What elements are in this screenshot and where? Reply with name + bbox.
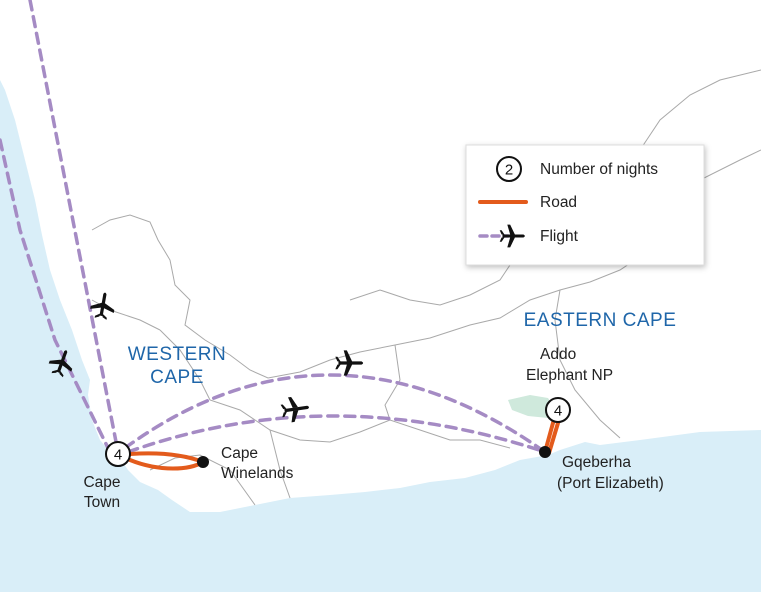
nights-circle-icon bbox=[496, 156, 522, 182]
legend-flight-label: Flight bbox=[540, 228, 579, 245]
legend-nights-sample: 2 bbox=[505, 162, 513, 179]
flight-route-arc-upper bbox=[123, 373, 547, 454]
nights-count: 4 bbox=[114, 447, 122, 464]
region-label-western-cape: WESTERN bbox=[128, 344, 227, 365]
plane-icon bbox=[499, 224, 525, 248]
region-label-western-cape-2: CAPE bbox=[150, 367, 204, 388]
place-label-gqeberha-2: (Port Elizabeth) bbox=[557, 475, 664, 492]
stop-dot-icon bbox=[197, 456, 209, 468]
place-label-addo: Addo bbox=[540, 346, 576, 363]
plane-icon bbox=[499, 224, 525, 248]
nights-circle-icon bbox=[105, 441, 131, 467]
legend: 2 Number of nights Road Flight bbox=[465, 144, 705, 266]
nights-count: 4 bbox=[554, 403, 562, 420]
flight-route-north-1 bbox=[28, 0, 120, 454]
plane-icon bbox=[335, 350, 364, 376]
legend-nights-label: Number of nights bbox=[540, 161, 658, 178]
flight-route-arc-lower bbox=[126, 414, 547, 454]
stop-dot-icon bbox=[539, 446, 551, 458]
place-label-cape-winelands: Cape bbox=[221, 445, 258, 462]
place-label-addo-2: Elephant NP bbox=[526, 367, 613, 384]
plane-icon bbox=[48, 350, 73, 378]
place-label-gqeberha: Gqeberha bbox=[562, 454, 631, 471]
nights-circle-icon bbox=[545, 397, 571, 423]
flight-routes bbox=[0, 0, 547, 454]
region-label-eastern-cape: EASTERN CAPE bbox=[524, 310, 677, 331]
plane-icons bbox=[48, 292, 364, 423]
legend-road-label: Road bbox=[540, 194, 577, 211]
addo-park-area bbox=[508, 395, 556, 418]
nights-circle-cape-town: 4 bbox=[105, 441, 131, 467]
place-label-cape-town: Cape bbox=[83, 474, 120, 491]
place-label-cape-winelands-2: Winelands bbox=[221, 465, 294, 482]
land-south-africa bbox=[0, 0, 761, 512]
plane-icon bbox=[280, 396, 309, 423]
place-label-cape-town-2: Town bbox=[84, 494, 120, 511]
nights-circle-addo: 4 bbox=[545, 397, 571, 423]
plane-icon bbox=[90, 292, 115, 320]
